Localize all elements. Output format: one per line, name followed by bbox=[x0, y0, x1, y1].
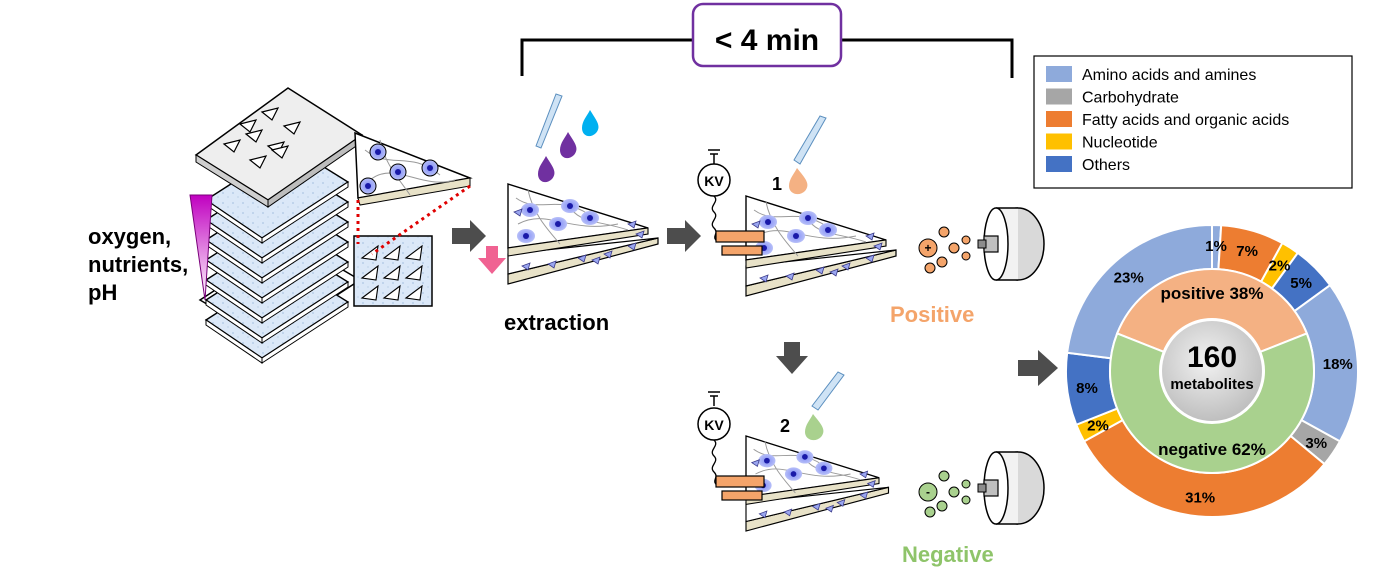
arrow-right-icon bbox=[452, 220, 486, 252]
timer-label: < 4 min bbox=[715, 24, 819, 57]
positive-label: Positive bbox=[890, 302, 974, 327]
gradient-wedge bbox=[189, 194, 213, 301]
center-value: 160 bbox=[1187, 341, 1237, 374]
outer-slice-label: 23% bbox=[1114, 269, 1144, 286]
outer-slice-label: 7% bbox=[1236, 243, 1258, 260]
droplet-icon bbox=[538, 156, 555, 183]
svg-text:-: - bbox=[926, 485, 930, 499]
outer-slice-label: 2% bbox=[1087, 418, 1109, 435]
droplet-positive-icon bbox=[789, 168, 808, 195]
pipette-icon bbox=[535, 93, 563, 149]
negative-paper bbox=[745, 435, 890, 532]
legend-label: Others bbox=[1082, 157, 1130, 174]
outer-slice-label: 31% bbox=[1185, 489, 1215, 506]
legend-swatch bbox=[1046, 156, 1072, 172]
legend-swatch bbox=[1046, 88, 1072, 105]
condition-nutrients: nutrients, bbox=[88, 252, 188, 277]
pipette-icon bbox=[793, 115, 827, 165]
cell-icon bbox=[359, 143, 439, 195]
center-label: metabolites bbox=[1170, 376, 1253, 393]
positive-paper bbox=[745, 195, 897, 297]
step-2-number: 2 bbox=[780, 416, 790, 436]
chart-legend: Amino acids and aminesCarbohydrateFatty … bbox=[1033, 55, 1353, 189]
paper-stack bbox=[194, 87, 364, 364]
voltage-source-icon: KV bbox=[697, 149, 731, 243]
electrode-icon bbox=[715, 230, 765, 256]
legend-label: Nucleotide bbox=[1082, 135, 1158, 152]
outer-slice-label: 8% bbox=[1076, 380, 1098, 397]
donut-chart: 1%7%2%5%18%3%31%2%8%23%positive 38%negat… bbox=[1064, 223, 1359, 518]
step-extraction-label: extraction bbox=[504, 310, 609, 335]
extraction-paper bbox=[507, 183, 659, 285]
inner-slice-label: positive 38% bbox=[1161, 284, 1264, 303]
droplet-icon bbox=[560, 132, 577, 159]
legend-label: Amino acids and amines bbox=[1082, 67, 1256, 84]
condition-ph: pH bbox=[88, 280, 117, 305]
arrow-down-icon bbox=[478, 246, 506, 274]
outer-slice-label: 5% bbox=[1290, 275, 1312, 292]
outer-slice-label: 18% bbox=[1323, 356, 1353, 373]
legend-swatch bbox=[1046, 111, 1072, 127]
legend-label: Carbohydrate bbox=[1082, 90, 1179, 107]
negative-label: Negative bbox=[902, 542, 994, 567]
inner-slice bbox=[1109, 332, 1315, 474]
droplet-icon bbox=[582, 110, 599, 137]
legend-label: Fatty acids and organic acids bbox=[1082, 112, 1289, 129]
timer-box bbox=[691, 2, 843, 68]
inner-slice-label: negative 62% bbox=[1158, 440, 1266, 459]
outer-slice-label: 1% bbox=[1205, 238, 1227, 255]
kv-label: KV bbox=[704, 173, 724, 189]
arrow-down-icon bbox=[776, 342, 808, 374]
arrow-right-icon bbox=[667, 220, 701, 252]
legend-swatch bbox=[1046, 133, 1072, 150]
step-1-number: 1 bbox=[772, 174, 782, 194]
electrode-icon bbox=[715, 475, 765, 501]
outer-slice-label: 3% bbox=[1305, 435, 1327, 452]
donut-center bbox=[1162, 321, 1262, 421]
timer-bracket: < 4 min bbox=[520, 2, 1014, 78]
outer-slice-label: 2% bbox=[1269, 258, 1291, 275]
voltage-source-icon: KV bbox=[697, 391, 731, 487]
arrow-right-icon bbox=[1018, 350, 1058, 386]
condition-oxygen: oxygen, bbox=[88, 224, 171, 249]
legend-swatch bbox=[1046, 66, 1072, 82]
negative-ions: - bbox=[918, 470, 971, 518]
mass-spectrometer-icon bbox=[977, 451, 1045, 525]
kv-label: KV bbox=[704, 417, 724, 433]
conditions-label: oxygen, nutrients, pH bbox=[88, 224, 188, 305]
svg-text:+: + bbox=[924, 241, 931, 255]
positive-ions: + bbox=[918, 226, 971, 274]
mass-spectrometer-icon bbox=[977, 207, 1045, 281]
pipette-icon bbox=[811, 371, 845, 411]
droplet-negative-icon bbox=[805, 414, 824, 441]
zoom-panels bbox=[353, 131, 473, 307]
inner-slice bbox=[1115, 268, 1309, 354]
